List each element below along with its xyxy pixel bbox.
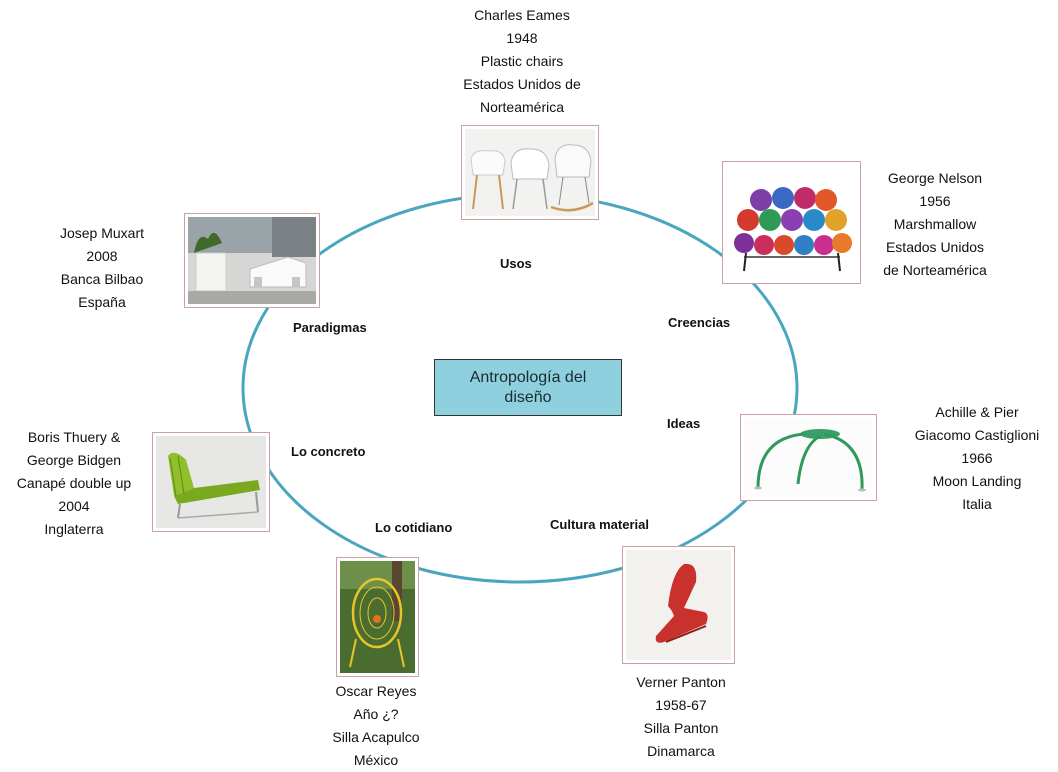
- central-concept-line2: diseño: [504, 388, 552, 406]
- label-ideas: Ideas: [667, 416, 701, 431]
- panton-chair-photo: [622, 546, 735, 664]
- label-lo-concreto: Lo concreto: [291, 444, 366, 459]
- central-concept-line1: Antropología del: [469, 368, 587, 386]
- label-lo-cotidiano: Lo cotidiano: [375, 520, 453, 535]
- label-cultura-material: Cultura material: [550, 517, 649, 532]
- central-concept-box: Antropología del diseño: [434, 359, 622, 416]
- acapulco-chair-photo: [336, 557, 419, 677]
- bilbao-bench-photo: [184, 213, 320, 308]
- plastic-chairs-photo: [461, 125, 599, 220]
- double-up-lounge-photo: [152, 432, 270, 532]
- label-usos: Usos: [500, 256, 532, 271]
- label-creencias: Creencias: [668, 315, 731, 330]
- label-paradigmas: Paradigmas: [293, 320, 367, 335]
- marshmallow-sofa-photo: [722, 161, 861, 284]
- moon-landing-table-photo: [740, 414, 877, 501]
